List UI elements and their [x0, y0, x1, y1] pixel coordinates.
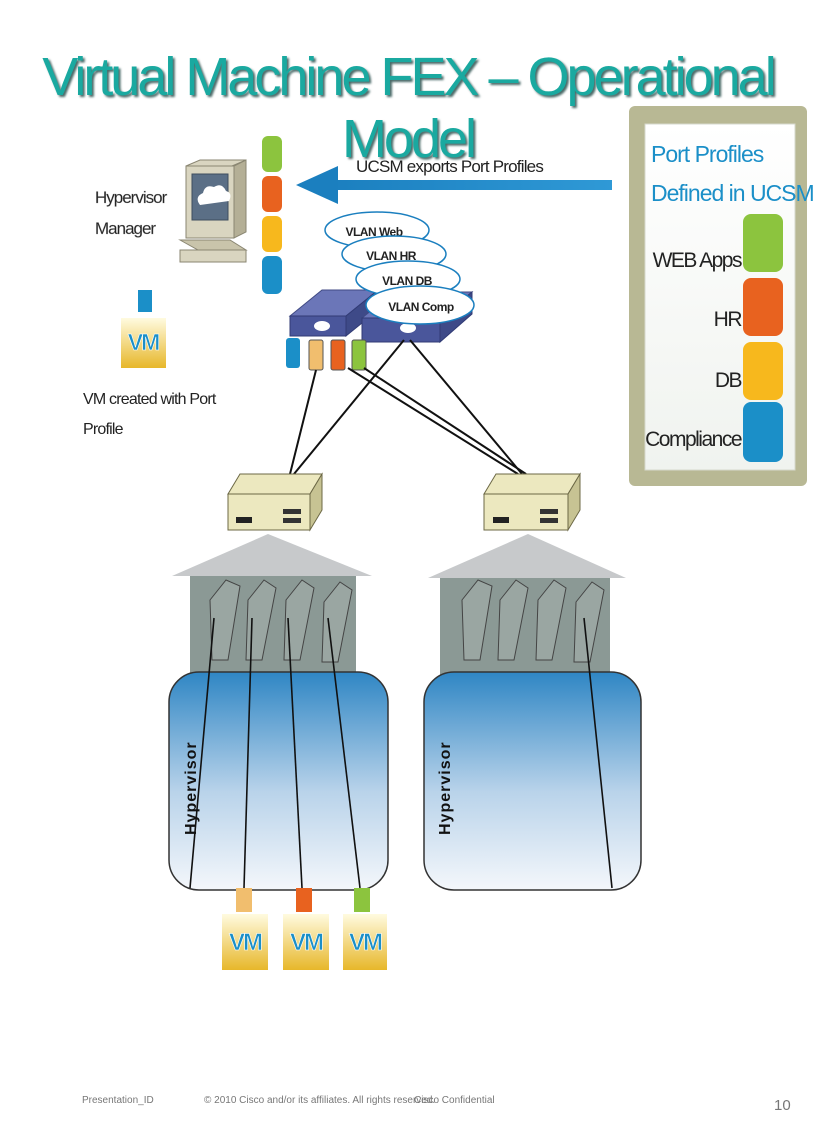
- host-right: Hypervisor: [423, 534, 642, 891]
- vm-created-caption-line1: VM created with Port: [83, 391, 217, 408]
- uplink-cables: [289, 339, 527, 475]
- vm-box-3: [343, 914, 387, 970]
- profile-swatch-db[interactable]: [743, 342, 783, 400]
- vm-port-hr: [296, 888, 312, 912]
- vm-created-box: [121, 318, 166, 368]
- vlan-bubbles: VLAN Web VLAN HR VLAN DB VLAN Comp: [324, 211, 475, 325]
- hypervisor-manager-label-line2: Manager: [95, 219, 156, 238]
- vlan-label-comp: VLAN Comp: [388, 300, 454, 314]
- vnic-links-right: [583, 617, 613, 889]
- vm-box-2: [283, 914, 329, 970]
- bottom-vms: VM VM VM: [222, 888, 387, 970]
- footer-confidential: Cisco Confidential: [414, 1095, 495, 1106]
- profile-label-hr: HR: [714, 308, 743, 331]
- vm-created-caption-line2: Profile: [83, 421, 124, 438]
- profile-label-compliance: Compliance: [645, 428, 742, 451]
- footer-page-number: 10: [774, 1097, 791, 1114]
- computer-icon: [178, 159, 248, 263]
- export-arrow-label: UCSM exports Port Profiles: [356, 157, 543, 176]
- switch-port-compliance: [286, 338, 300, 368]
- fex-adapter-left: [227, 472, 323, 532]
- panel-heading-line1: Port Profiles: [651, 141, 764, 167]
- port-profiles-panel: Port Profiles Defined in UCSM WEB Apps H…: [629, 106, 815, 486]
- vm-label-3: VM: [349, 929, 382, 956]
- hypervisor-label-left: Hypervisor: [183, 741, 200, 835]
- hypervisor-body-right: [423, 671, 642, 891]
- profile-swatch-web-apps[interactable]: [743, 214, 783, 272]
- vnic-links-left: [189, 617, 361, 889]
- nic-cards-right: [461, 579, 605, 663]
- vm-box-1: [222, 914, 268, 970]
- profile-swatch-compliance[interactable]: [743, 402, 783, 462]
- nic-cards-left: [209, 579, 353, 663]
- vm-created: VM VM created with Port Profile: [83, 290, 218, 438]
- hypervisor-manager-label-line1: Hypervisor: [95, 188, 168, 207]
- hypervisor-manager: Hypervisor Manager: [95, 136, 282, 294]
- footer-copyright: © 2010 Cisco and/or its affiliates. All …: [204, 1095, 436, 1106]
- switch-star-icon: [314, 321, 416, 333]
- manager-profile-stack: [262, 136, 282, 294]
- vlan-label-hr: VLAN HR: [366, 249, 417, 263]
- profile-label-web-apps: WEB Apps: [653, 249, 742, 272]
- hypervisor-label-right: Hypervisor: [437, 741, 454, 835]
- vm-port-web: [354, 888, 370, 912]
- switch-port-db: [308, 339, 324, 371]
- vm-label-2: VM: [290, 929, 323, 956]
- switch-port-hr: [330, 339, 346, 371]
- footer-presentation-id: Presentation_ID: [82, 1095, 154, 1106]
- switch-port-web: [351, 339, 367, 371]
- slide-title: Virtual Machine FEX – Operational Model: [42, 47, 776, 169]
- export-arrow: UCSM exports Port Profiles: [296, 157, 612, 204]
- host-left: Hypervisor: [168, 534, 389, 891]
- fex-adapter-right: [483, 472, 581, 532]
- vm-label-1: VM: [229, 929, 262, 956]
- vlan-label-db: VLAN DB: [382, 274, 433, 288]
- profile-label-db: DB: [715, 369, 742, 392]
- profile-swatch-hr[interactable]: [743, 278, 783, 336]
- hypervisor-body-left: [168, 671, 389, 891]
- panel-heading-line2: Defined in UCSM: [651, 180, 814, 206]
- vm-created-port-profile: [138, 290, 152, 312]
- slide-footer: Presentation_ID © 2010 Cisco and/or its …: [0, 1095, 816, 1115]
- vm-created-label: VM: [128, 329, 159, 355]
- vm-port-db: [236, 888, 252, 912]
